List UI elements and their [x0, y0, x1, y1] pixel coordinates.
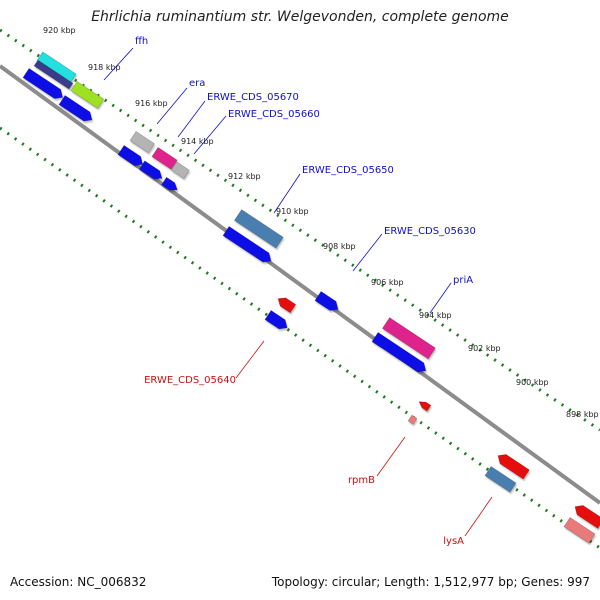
gene-blue-6	[222, 226, 272, 263]
gene-callouts: ffh eraERWE_CDS_05670ERWE_CDS_05660ERWE_C…	[103, 36, 493, 547]
cds05660-label: ERWE_CDS_05660	[228, 109, 320, 120]
gene-rpmb-red	[418, 401, 432, 412]
gene-lysa-red	[497, 454, 530, 480]
kbp-scale: 920 kbp 918 kbp 916 kbp 914 kbp 912 kbp 910 k…	[43, 26, 599, 419]
era-label: era	[189, 78, 205, 89]
accession-text: Accession: NC_006832	[10, 575, 147, 589]
gene-features	[22, 51, 600, 544]
genome-backbone	[0, 64, 600, 505]
tick-label: 902 kbp	[468, 344, 501, 353]
gene-blue-3	[117, 145, 144, 166]
cds05660-leader	[193, 115, 227, 155]
genome-summary-text: Topology: circular; Length: 1,512,977 bp…	[271, 575, 590, 589]
cds05630-leader	[352, 233, 383, 272]
lysa-leader	[464, 496, 493, 537]
cds05670-leader	[177, 100, 206, 138]
ffh-leader	[103, 47, 134, 81]
gene-blue-2	[58, 95, 93, 122]
lysa-label: lysA	[443, 536, 464, 547]
gene-gray-1	[129, 131, 155, 154]
gene-pink-edge	[563, 517, 596, 544]
gene-lime	[70, 81, 105, 109]
era-leader	[156, 87, 188, 125]
tick-label: 904 kbp	[419, 311, 452, 320]
cds05630-label: ERWE_CDS_05630	[384, 226, 476, 237]
tick-label: 898 kbp	[566, 410, 599, 419]
tick-label: 912 kbp	[228, 172, 261, 181]
tick-label: 916 kbp	[135, 99, 168, 108]
gene-red-edge	[574, 505, 600, 529]
pria-leader	[429, 282, 452, 314]
ffh-label: ffh	[135, 36, 148, 47]
gene-ffh-navy	[33, 59, 74, 90]
gene-cds05650-steel	[233, 209, 284, 249]
gene-blue-4	[138, 160, 163, 180]
cds05670-label: ERWE_CDS_05670	[207, 92, 299, 103]
gene-lysa-steel	[484, 466, 517, 493]
pria-label: priA	[453, 275, 473, 286]
cds05650-leader	[273, 173, 301, 214]
tick-label: 918 kbp	[88, 63, 121, 72]
rpmb-leader	[376, 436, 406, 477]
gene-blue-5	[161, 176, 178, 191]
cds05650-label: ERWE_CDS_05650	[302, 165, 394, 176]
gene-gray-2	[170, 161, 190, 179]
gene-cds05640-red	[277, 297, 297, 314]
cds05640-label: ERWE_CDS_05640	[144, 375, 236, 386]
gene-cds05640-blue	[264, 310, 288, 330]
tick-label: 914 kbp	[181, 137, 214, 146]
gene-blue-7	[314, 291, 339, 311]
gene-era-magenta	[151, 147, 178, 170]
tick-label: 906 kbp	[371, 278, 404, 287]
map-title: Ehrlichia ruminantium str. Welgevonden, …	[91, 9, 509, 25]
rpmb-label: rpmB	[348, 475, 375, 486]
tick-label: 900 kbp	[516, 378, 549, 387]
gene-blue-8	[371, 332, 427, 373]
tick-label: 920 kbp	[43, 26, 76, 35]
cds05640-leader	[235, 340, 265, 379]
tick-label: 908 kbp	[323, 242, 356, 251]
gene-blue-1	[22, 68, 64, 99]
gene-pria-magenta	[381, 317, 436, 360]
gene-rpmb-pink	[407, 414, 418, 425]
outer-track-dots	[0, 28, 600, 432]
tick-label: 910 kbp	[276, 207, 309, 216]
